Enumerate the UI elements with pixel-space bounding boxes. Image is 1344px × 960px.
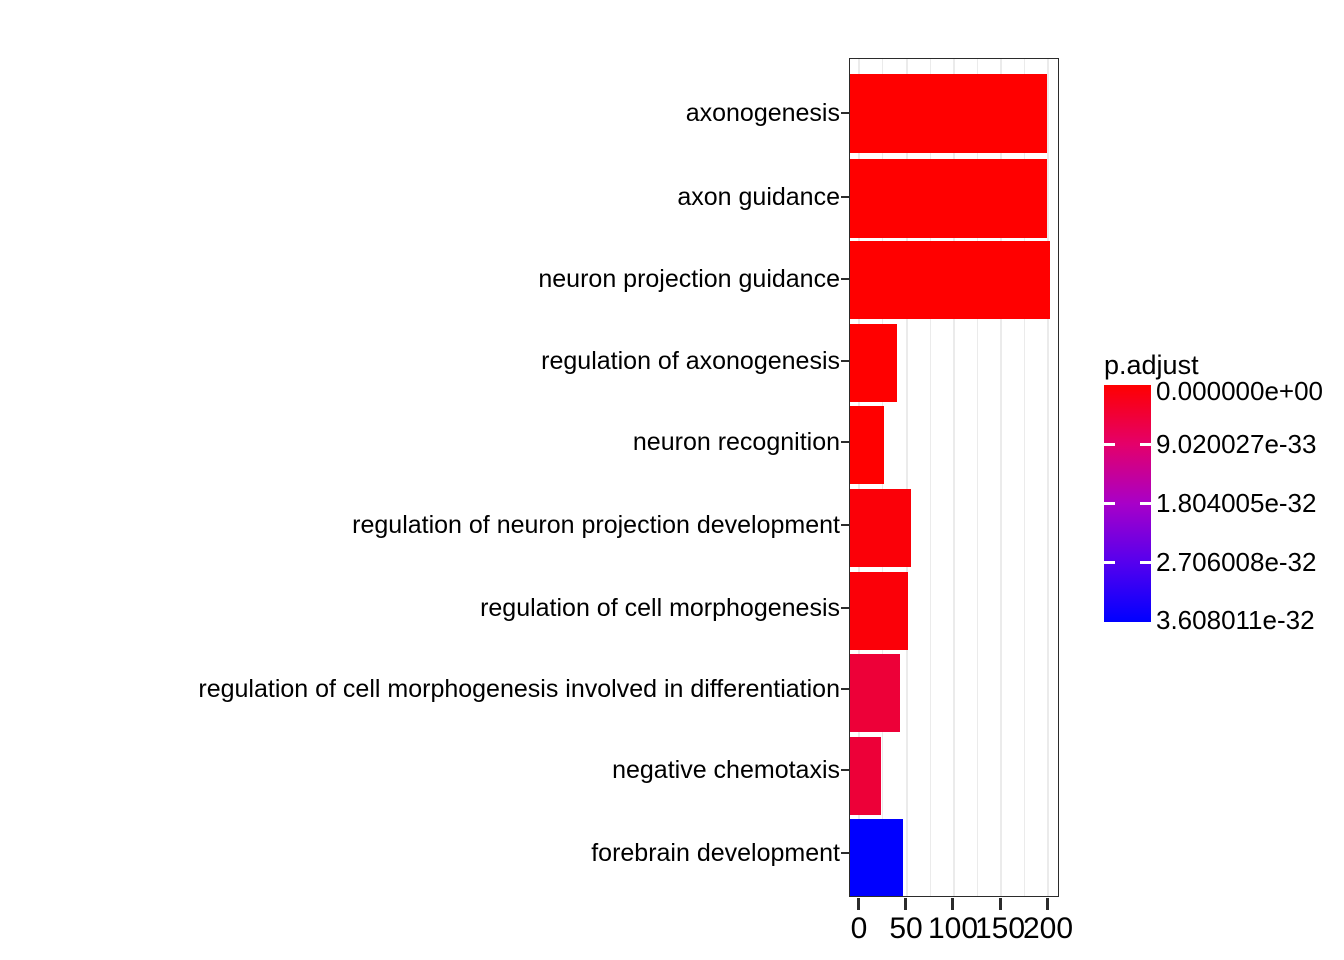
y-axis-label-axon-guidance: axon guidance (677, 183, 840, 211)
x-axis-label-150: 150 (974, 912, 1026, 945)
bar-regulation-of-cell-morphogenesis[interactable] (850, 572, 908, 650)
y-axis-label-regulation-of-neuron-projection-development: regulation of neuron projection developm… (352, 511, 840, 539)
x-axis-tick-200 (1046, 898, 1049, 910)
y-axis-label-axonogenesis: axonogenesis (685, 99, 840, 127)
legend-label-1: 9.020027e-33 (1156, 429, 1317, 459)
legend-colorbar-tick (1104, 443, 1115, 446)
plot-panel (849, 58, 1059, 897)
gridline-75 (930, 59, 931, 896)
legend-colorbar-tick (1104, 502, 1115, 505)
y-axis-tick (841, 196, 849, 198)
legend-label-3: 2.706008e-32 (1156, 547, 1317, 577)
x-axis-tick-0 (857, 898, 860, 910)
y-axis-tick (841, 441, 849, 443)
y-axis-labels: axonogenesis axon guidance neuron projec… (198, 99, 840, 867)
gridline-50 (906, 59, 908, 896)
gridline-200 (1047, 59, 1049, 896)
bar-neuron-recognition[interactable] (850, 406, 884, 484)
y-axis-tick (841, 524, 849, 526)
x-axis-label-50: 50 (889, 912, 923, 945)
bar-forebrain-development[interactable] (850, 819, 903, 896)
bar-neuron-projection-guidance[interactable] (850, 241, 1050, 319)
y-axis-tick (841, 688, 849, 690)
y-axis-tick (841, 607, 849, 609)
bar-axonogenesis[interactable] (850, 74, 1047, 153)
legend-title: p.adjust (1104, 350, 1199, 380)
gridline-175 (1024, 59, 1025, 896)
y-axis-tick (841, 769, 849, 771)
y-axis-label-regulation-of-axonogenesis: regulation of axonogenesis (541, 347, 840, 375)
y-axis-label-negative-chemotaxis: negative chemotaxis (612, 756, 840, 784)
x-axis-label-0: 0 (850, 912, 868, 945)
y-axis-label-neuron-projection-guidance: neuron projection guidance (538, 265, 840, 293)
y-axis-label-forebrain-development: forebrain development (591, 839, 840, 867)
legend: p.adjust 0.000000e+00 9.020027e-33 1.804… (1100, 350, 1344, 640)
legend-colorbar-tick (1140, 561, 1151, 564)
x-axis-label-100: 100 (927, 912, 979, 945)
y-axis-tick (841, 112, 849, 114)
bar-negative-chemotaxis[interactable] (850, 737, 881, 815)
x-axis-tick-150 (999, 898, 1002, 910)
y-axis-label-neuron-recognition: neuron recognition (632, 428, 840, 456)
y-axis-tick (841, 852, 849, 854)
legend-label-0: 0.000000e+00 (1156, 376, 1324, 406)
bar-regulation-of-neuron-projection-development[interactable] (850, 489, 911, 567)
y-axis-tick (841, 278, 849, 280)
bar-regulation-of-axonogenesis[interactable] (850, 324, 897, 402)
bar-regulation-of-cell-morphogenesis-involved-in-differentiation[interactable] (850, 654, 900, 732)
legend-colorbar-tick (1140, 502, 1151, 505)
gridline-125 (977, 59, 978, 896)
legend-label-2: 1.804005e-32 (1156, 488, 1317, 518)
bar-axon-guidance[interactable] (850, 159, 1047, 238)
gridline-150 (1000, 59, 1002, 896)
x-axis-label-200: 200 (1022, 912, 1074, 945)
y-axis-label-regulation-of-cell-morphogenesis-involved-in-differentiation: regulation of cell morphogenesis involve… (198, 675, 840, 703)
x-axis-tick-100 (951, 898, 954, 910)
y-axis-tick (841, 360, 849, 362)
legend-label-4: 3.608011e-32 (1156, 605, 1315, 635)
legend-colorbar-tick (1104, 561, 1115, 564)
y-axis-label-regulation-of-cell-morphogenesis: regulation of cell morphogenesis (480, 594, 840, 622)
gridline-100 (953, 59, 955, 896)
legend-colorbar-tick (1140, 443, 1151, 446)
x-axis-tick-50 (904, 898, 907, 910)
